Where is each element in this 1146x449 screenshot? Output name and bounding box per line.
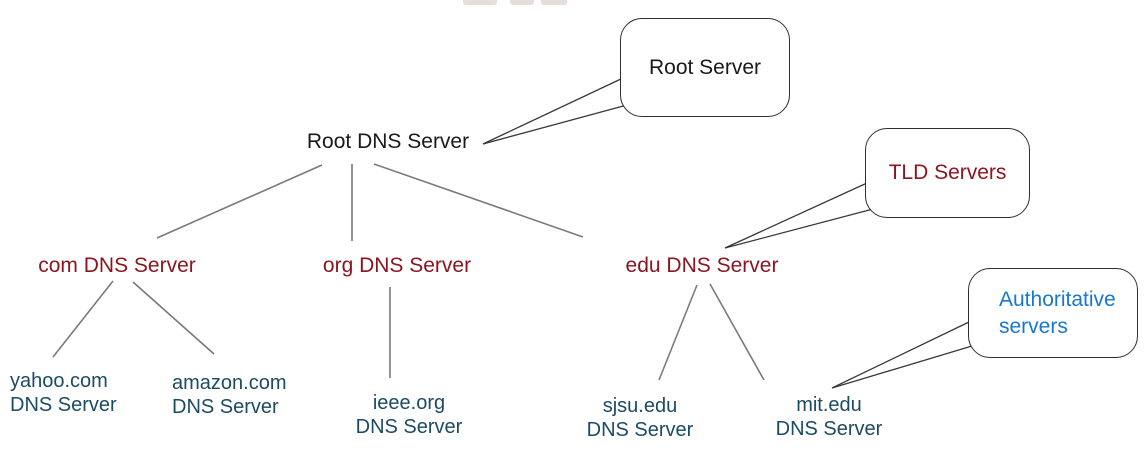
node-sjsu-dns-server: sjsu.edu DNS Server [587, 394, 694, 442]
callout-pointer-root-top [482, 77, 624, 145]
node-label-line: amazon.com [172, 372, 287, 394]
callout-authoritative-servers-label: Authoritative servers [999, 286, 1116, 340]
node-label-line: ieee.org [372, 392, 446, 414]
callout-pointer-auth-top [831, 321, 970, 389]
callout-label-line: servers [999, 315, 1068, 338]
node-label-line: yahoo.com [10, 370, 108, 392]
callout-label-line: Authoritative [999, 288, 1116, 311]
node-com-dns-server: com DNS Server [38, 254, 196, 277]
edge-com-amazon [132, 281, 215, 355]
node-ieee-dns-server: ieee.org DNS Server [356, 391, 463, 439]
edge-root-com [156, 164, 323, 239]
node-label-line: DNS Server [355, 416, 463, 438]
node-edu-dns-server: edu DNS Server [625, 254, 779, 277]
cropped-top-text-artifact [510, 0, 534, 5]
callout-tld-servers-label: TLD Servers [888, 161, 1007, 184]
edge-edu-mit [709, 283, 765, 381]
callout-tld-servers: TLD Servers [865, 128, 1030, 218]
node-root-dns-server: Root DNS Server [306, 130, 470, 153]
node-label-line: DNS Server [172, 396, 279, 418]
node-label-line: DNS Server [586, 419, 694, 441]
edge-com-yahoo [52, 280, 114, 358]
node-label-line: mit.edu [796, 394, 862, 416]
cropped-top-text-artifact [541, 0, 567, 5]
node-org-dns-server: org DNS Server [322, 254, 472, 277]
node-label-line: DNS Server [775, 418, 883, 440]
node-yahoo-dns-server: yahoo.com DNS Server [10, 369, 117, 417]
edge-root-edu [373, 163, 584, 238]
callout-pointer-tld-top [724, 182, 868, 249]
node-label-line: sjsu.edu [602, 395, 678, 417]
callout-root-server-label: Root Server [648, 55, 762, 79]
edge-edu-sjsu [658, 284, 698, 381]
node-mit-dns-server: mit.edu DNS Server [776, 393, 883, 441]
callout-pointer-root-bottom [482, 104, 628, 145]
node-amazon-dns-server: amazon.com DNS Server [172, 371, 287, 419]
cropped-top-text-artifact [463, 0, 497, 5]
callout-pointer-auth-bottom [831, 345, 973, 389]
callout-root-server: Root Server [620, 18, 790, 117]
node-label-line: DNS Server [10, 394, 117, 416]
callout-authoritative-servers: Authoritative servers [968, 268, 1138, 358]
callout-pointer-tld-bottom [724, 208, 874, 249]
